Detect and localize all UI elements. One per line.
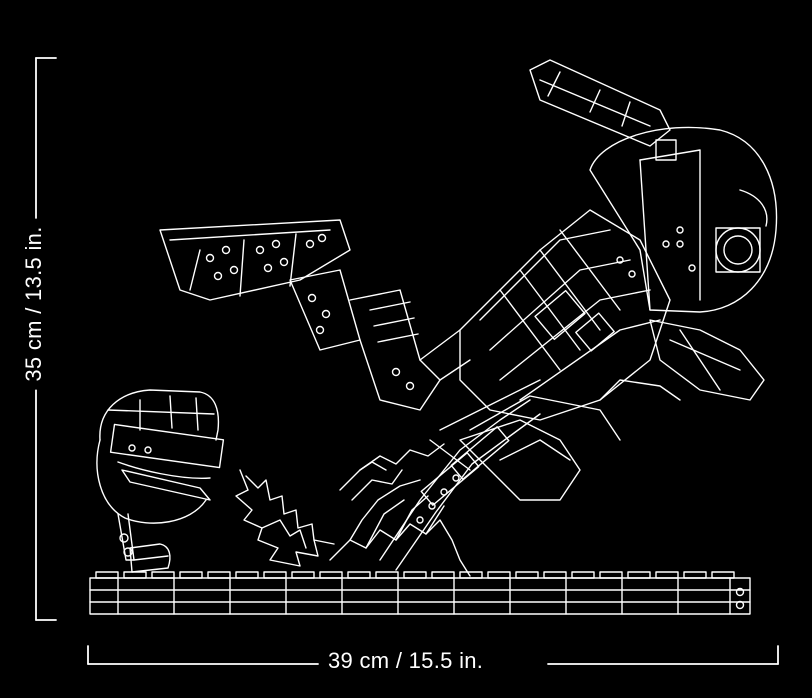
mech-head (529, 59, 778, 401)
height-dimension-label: 35 cm / 13.5 in. (21, 218, 47, 390)
width-dimension-label: 39 cm / 15.5 in. (320, 648, 492, 674)
base-stud-row (95, 571, 735, 579)
height-dimension-bracket (35, 57, 57, 621)
mech-legs (379, 379, 621, 571)
mech-torso (459, 209, 681, 421)
crystal-cluster (235, 443, 471, 577)
mech-arm (159, 219, 471, 411)
width-dimension-bracket (87, 645, 779, 665)
base-plate (89, 571, 751, 615)
helmet-on-stand (96, 389, 225, 573)
base-segments (117, 577, 731, 615)
